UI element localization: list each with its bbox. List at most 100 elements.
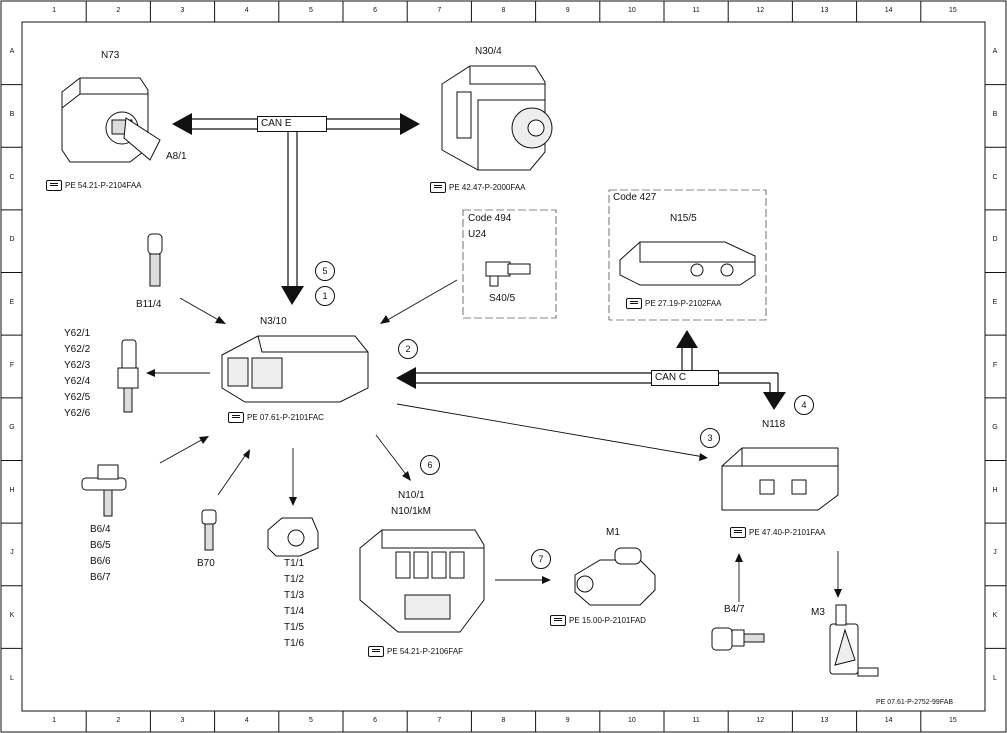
grid-label: 11	[692, 7, 700, 14]
n3-10-reference: PE 07.61-P-2101FAC	[228, 412, 324, 423]
n3-10-label: N3/10	[260, 316, 287, 327]
b6-label: B6/5	[90, 540, 111, 551]
grid-label: 5	[308, 717, 313, 724]
marker-7: 7	[531, 549, 551, 569]
t1-label: T1/1	[284, 558, 305, 569]
code-427-box	[608, 189, 767, 321]
grid-label: 11	[692, 717, 700, 724]
b11-4-sensor-drawing	[147, 233, 163, 287]
arrow-to-n3-10-can-c	[396, 367, 416, 389]
grid-label: 14	[884, 7, 893, 14]
code-494-label: Code 494	[468, 213, 512, 224]
grid-label: C	[9, 173, 15, 181]
b11-4-label: B11/4	[136, 299, 162, 310]
grid-label: A	[992, 48, 998, 56]
grid-label: B	[992, 110, 998, 118]
can-c-label: CAN C	[651, 370, 719, 386]
y62-label: Y62/2	[64, 344, 91, 355]
n118-label: N118	[762, 419, 786, 430]
m1-label: M1	[606, 527, 620, 538]
grid-label: H	[992, 486, 998, 494]
grid-label: H	[9, 486, 15, 494]
b6-label: B6/6	[90, 556, 111, 567]
t1-ignition-coil-drawing	[267, 517, 319, 557]
reference-hand-icon	[430, 182, 446, 193]
marker-6: 6	[420, 455, 440, 475]
code-427-label: Code 427	[613, 192, 657, 203]
t1-label: T1/2	[284, 574, 305, 585]
y62-label: Y62/3	[64, 360, 91, 371]
signal-arrowheads	[146, 315, 842, 598]
b6-label-list: B6/4 B6/5 B6/6 B6/7	[90, 522, 111, 586]
n30-4-label: N30/4	[475, 46, 502, 57]
arrow-to-n118	[763, 392, 786, 410]
s40-5-label: S40/5	[489, 293, 516, 304]
grid-label: 12	[756, 717, 765, 724]
grid-label: 15	[948, 717, 957, 724]
n15-5-reference: PE 27.19-P-2102FAA	[626, 298, 722, 309]
grid-label: 1	[52, 717, 57, 724]
grid-label: 3	[180, 717, 185, 724]
grid-label: A	[9, 48, 15, 56]
marker-4: 4	[794, 395, 814, 415]
s40-5-switch-drawing	[485, 261, 531, 287]
code-494-box	[462, 209, 557, 319]
y62-label: Y62/1	[64, 328, 91, 339]
grid-label: 4	[244, 717, 249, 724]
grid-label: 6	[373, 7, 378, 14]
reference-hand-icon	[368, 646, 384, 657]
marker-1: 1	[315, 286, 335, 306]
m3-label: M3	[811, 607, 825, 618]
can-e-bus	[192, 118, 400, 288]
n15-5-label: N15/5	[670, 213, 697, 224]
n73-label: N73	[101, 50, 120, 61]
grid-label: B	[9, 110, 15, 118]
n10-1-label: N10/1	[398, 490, 425, 501]
y62-label: Y62/6	[64, 408, 91, 419]
can-c-bus	[416, 348, 779, 392]
grid-label: L	[993, 674, 997, 682]
n15-5-transmission-control-drawing	[619, 241, 756, 286]
grid-label: 15	[948, 7, 957, 14]
marker-3: 3	[700, 428, 720, 448]
signal-lines	[150, 279, 839, 602]
a8-1-label: A8/1	[166, 151, 187, 162]
grid-label: 9	[565, 717, 570, 724]
t1-label: T1/3	[284, 590, 305, 601]
b70-crankshaft-sensor-drawing	[201, 509, 217, 551]
grid-label: 5	[308, 7, 313, 14]
m3-fuel-pump-drawing	[829, 604, 879, 677]
n73-reference: PE 54.21-P-2104FAA	[46, 180, 142, 191]
reference-hand-icon	[228, 412, 244, 423]
reference-hand-icon	[730, 527, 746, 538]
grid-label: 8	[501, 7, 506, 14]
grid-label: 10	[627, 717, 636, 724]
grid-label: 4	[244, 7, 249, 14]
marker-2: 2	[398, 339, 418, 359]
grid-label: 12	[756, 7, 765, 14]
grid-label: 9	[565, 7, 570, 14]
t1-label: T1/5	[284, 622, 305, 633]
grid-label: 10	[627, 7, 636, 14]
m1-reference: PE 15.00-P-2101FAD	[550, 615, 646, 626]
grid-label: 7	[437, 7, 442, 14]
arrow-to-n15-5	[676, 330, 698, 348]
grid-label: 14	[884, 717, 893, 724]
u24-label: U24	[468, 229, 487, 240]
grid-label: E	[9, 298, 15, 306]
n118-reference: PE 47.40-P-2101FAA	[730, 527, 826, 538]
arrow-to-n30-4	[400, 113, 420, 135]
y62-label-list: Y62/1 Y62/2 Y62/3 Y62/4 Y62/5 Y62/6	[64, 326, 90, 422]
b6-camshaft-sensor-drawing	[81, 464, 127, 517]
grid-label: C	[992, 173, 998, 181]
marker-5: 5	[315, 261, 335, 281]
grid-label: 8	[501, 717, 506, 724]
grid-label: G	[992, 424, 998, 432]
grid-label: 2	[116, 7, 121, 14]
y62-label: Y62/4	[64, 376, 91, 387]
grid-label: G	[9, 424, 15, 432]
b70-label: B70	[197, 558, 215, 569]
m1-starter-drawing	[574, 547, 656, 606]
t1-label: T1/6	[284, 638, 305, 649]
